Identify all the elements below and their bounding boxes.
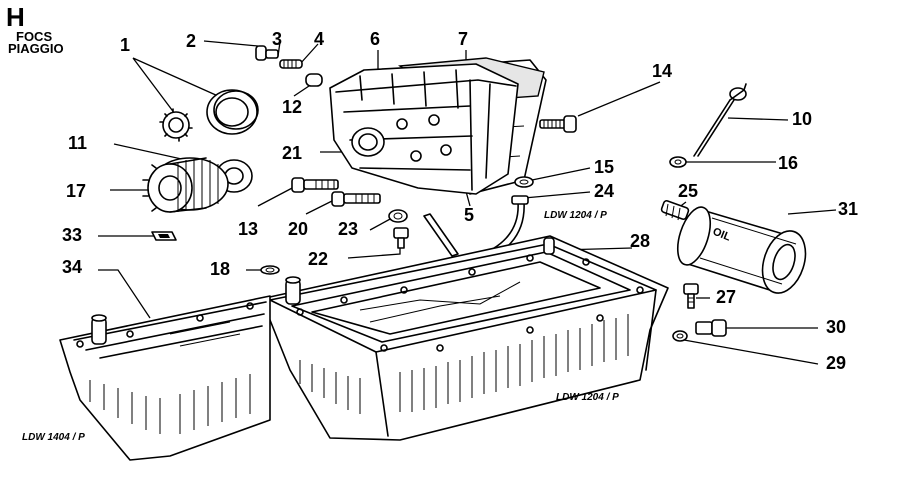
ldw-ref-top: LDW 1204 / P xyxy=(544,210,607,221)
callout-15: 15 xyxy=(594,157,615,177)
callout-7: 7 xyxy=(458,29,469,49)
part-14-screw xyxy=(539,115,577,133)
callout-33: 33 xyxy=(62,225,83,245)
header-line-1: FOCS xyxy=(16,29,53,44)
callout-18: 18 xyxy=(210,259,231,279)
callout-3: 3 xyxy=(272,29,283,49)
part-13-bolt xyxy=(291,177,339,193)
part-16-washer xyxy=(669,156,687,168)
part-33-clip xyxy=(151,231,177,241)
callout-20: 20 xyxy=(288,219,309,239)
callout-21: 21 xyxy=(282,143,303,163)
part-22-bolt xyxy=(393,227,409,249)
part-34-oil-sump xyxy=(59,295,271,461)
callout-2: 2 xyxy=(186,31,197,51)
part-20-bolt xyxy=(331,191,381,207)
callout-16: 16 xyxy=(778,153,799,173)
callout-14: 14 xyxy=(652,61,673,81)
callout-1: 1 xyxy=(120,35,131,55)
part-28-oil-sump xyxy=(255,235,669,441)
callout-12: 12 xyxy=(282,97,303,117)
part-25-plug xyxy=(660,199,690,221)
part-15-ring xyxy=(514,176,534,188)
cylinder-head-assembly xyxy=(329,57,547,195)
parts-2-3-4-fittings xyxy=(255,45,323,87)
part-30-drain-plug xyxy=(695,319,727,337)
part-1-seal-rings xyxy=(159,89,259,142)
ldw-ref-1404: LDW 1404 / P xyxy=(22,432,85,443)
callout-30: 30 xyxy=(826,317,847,337)
callout-34: 34 xyxy=(62,257,83,277)
part-27-bolt xyxy=(683,283,699,309)
part-29-washer xyxy=(672,330,688,342)
callout-29: 29 xyxy=(826,353,847,373)
header-line-2: PIAGGIO xyxy=(8,41,64,56)
part-17-gear xyxy=(142,157,229,213)
callout-10: 10 xyxy=(792,109,813,129)
sump-stud-2 xyxy=(543,237,555,255)
callout-27: 27 xyxy=(716,287,737,307)
ldw-ref-bottom: LDW 1204 / P xyxy=(556,392,619,403)
callout-13: 13 xyxy=(238,219,259,239)
callout-31: 31 xyxy=(838,199,859,219)
sump-holes xyxy=(296,254,644,352)
callout-24: 24 xyxy=(594,181,615,201)
part-23-nut xyxy=(388,209,408,223)
callout-11: 11 xyxy=(68,133,88,153)
callout-22: 22 xyxy=(308,249,329,269)
section-letter: H xyxy=(6,2,25,32)
callout-28: 28 xyxy=(630,231,651,251)
callout-23: 23 xyxy=(338,219,359,239)
callout-4: 4 xyxy=(314,29,325,49)
part-18-washer xyxy=(260,265,280,275)
part-10-dipstick xyxy=(693,83,747,157)
part-31-oil-filter xyxy=(676,206,807,294)
callout-17: 17 xyxy=(66,181,87,201)
callout-6: 6 xyxy=(370,29,381,49)
sump-stud xyxy=(285,276,301,305)
callout-5: 5 xyxy=(464,205,475,225)
callout-25: 25 xyxy=(678,181,699,201)
